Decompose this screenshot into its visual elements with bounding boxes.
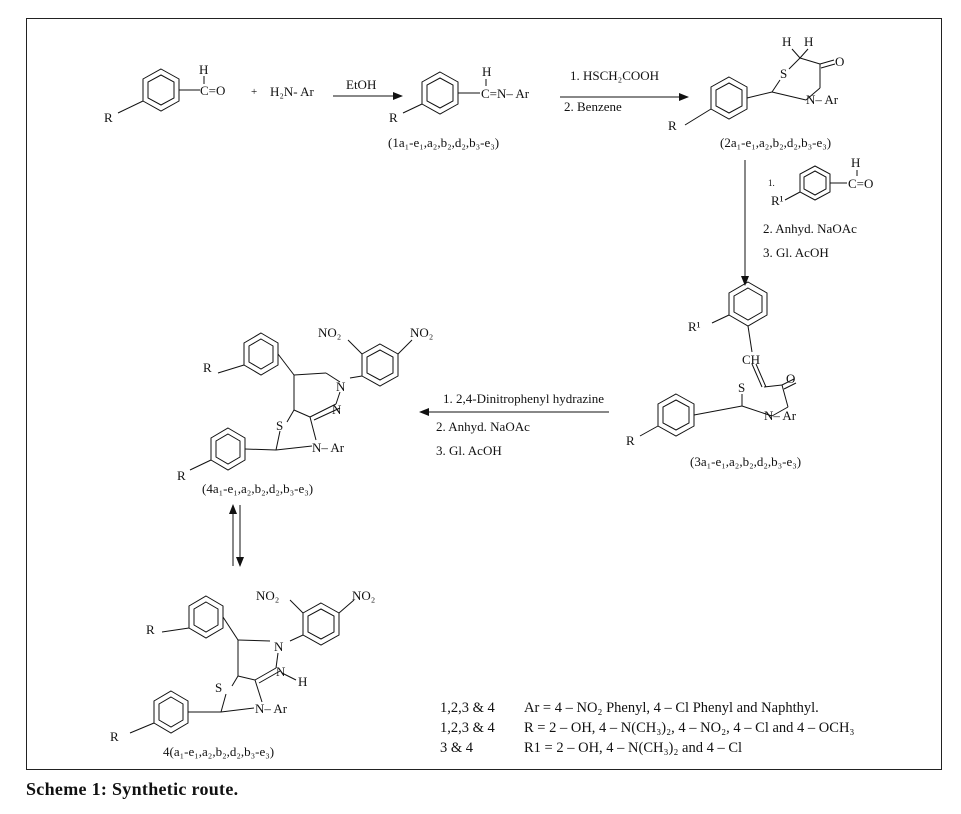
- compound-1-label: (1a₁-e₁,a₂,b₂,d₂,b₃-e₃): [388, 135, 499, 150]
- compound-3-s: S: [738, 380, 745, 395]
- tautomer-r-bottom: R: [110, 729, 119, 744]
- compound-3-ch: CH: [742, 352, 760, 367]
- compound-4-n1: N: [336, 379, 346, 394]
- reagent-hsch2cooh: 1. HSCH₂COOH: [570, 68, 659, 83]
- compound-4-s: S: [276, 418, 283, 433]
- imine-cn-ar: C=N– Ar: [481, 86, 530, 101]
- reagent-3-h: H: [851, 155, 860, 170]
- reagent-benzene: 2. Benzene: [564, 99, 622, 114]
- reagent-dnph: 1. 2,4-Dinitrophenyl hydrazine: [443, 391, 604, 406]
- tautomer-n1: N: [274, 639, 284, 654]
- figure-caption: Scheme 1: Synthetic route.: [26, 779, 239, 799]
- arylidene-thiazolidinone-structure: [639, 281, 797, 437]
- tautomer-n2: N: [276, 664, 286, 679]
- compound-3-o: O: [786, 371, 795, 386]
- compound-3-r1: R¹: [688, 319, 701, 334]
- thiazolidinone-h-left: H: [782, 34, 791, 49]
- compound-3-r: R: [626, 433, 635, 448]
- compound-4-r-bottom: R: [177, 468, 186, 483]
- thiazolidinone-r: R: [668, 118, 677, 133]
- tautomer-no2-a: NO₂: [256, 588, 279, 603]
- compound-4-n-ar: N– Ar: [312, 440, 345, 455]
- tautomer-s: S: [215, 680, 222, 695]
- imine-r: R: [389, 110, 398, 125]
- compound-4-no2-b: NO₂: [410, 325, 433, 340]
- note-3-definition: R1 = 2 – OH, 4 – N(CH₃)₂ and 4 – Cl: [524, 740, 743, 756]
- tautomer-label: 4(a₁-e₁,a₂,b₂,d₂,b₃-e₃): [163, 744, 274, 759]
- compound-2-label: (2a₁-e₁,a₂,b₂,d₂,b₃-e₃): [720, 135, 831, 150]
- reagent-3-r1: R¹: [771, 193, 784, 208]
- note-2-compounds: 1,2,3 & 4: [440, 720, 495, 736]
- tautomer-r-top: R: [146, 622, 155, 637]
- tautomer-h: H: [298, 674, 307, 689]
- aldehyde-r: R: [104, 110, 113, 125]
- reagent-3-prefix: 1.: [768, 178, 775, 188]
- note-3-compounds: 3 & 4: [440, 740, 474, 756]
- tautomer-no2-b: NO₂: [352, 588, 375, 603]
- thiazolidinone-o: O: [835, 54, 844, 69]
- pyrazoline-product-structure: [189, 332, 413, 471]
- thiazolidinone-structure: [684, 48, 836, 126]
- imine-structure: [402, 71, 487, 115]
- scheme-frame: [26, 18, 942, 770]
- note-1-compounds: 1,2,3 & 4: [440, 700, 495, 716]
- compound-4-label: (4a₁-e₁,a₂,b₂,d₂,b₃-e₃): [202, 481, 313, 496]
- reagent-3-co: C=O: [848, 176, 873, 191]
- reagent-acoh-3: 3. Gl. AcOH: [763, 245, 829, 260]
- reagent-aldehyde-structure: [784, 165, 858, 201]
- thiazolidinone-h-right: H: [804, 34, 813, 49]
- reagent-naoac-3: 2. Anhyd. NaOAc: [763, 221, 857, 236]
- thiazolidinone-n-ar: N– Ar: [806, 92, 839, 107]
- aldehyde-h: H: [199, 62, 208, 77]
- compound-3-n-ar: N– Ar: [764, 408, 797, 423]
- tautomer-structure: [129, 595, 355, 734]
- reagent-etoh: EtOH: [346, 77, 376, 92]
- compound-4-r-top: R: [203, 360, 212, 375]
- tautomer-n-ar: N– Ar: [255, 701, 288, 716]
- reagent-naoac-4: 2. Anhyd. NaOAc: [436, 419, 530, 434]
- plus-sign: +: [251, 86, 257, 98]
- amine-label: H₂N- Ar: [270, 84, 315, 99]
- note-1-definition: Ar = 4 – NO₂ Phenyl, 4 – Cl Phenyl and N…: [524, 700, 819, 716]
- compound-4-no2-a: NO₂: [318, 325, 341, 340]
- note-2-definition: R = 2 – OH, 4 – N(CH₃)₂, 4 – NO₂, 4 – Cl…: [524, 720, 855, 736]
- compound-3-label: (3a₁-e₁,a₂,b₂,d₂,b₃-e₃): [690, 454, 801, 469]
- thiazolidinone-s: S: [780, 66, 787, 81]
- aldehyde-co: C=O: [200, 83, 225, 98]
- imine-h: H: [482, 64, 491, 79]
- compound-4-n2: N: [332, 402, 342, 417]
- reagent-acoh-4: 3. Gl. AcOH: [436, 443, 502, 458]
- aldehyde-structure: [117, 68, 205, 114]
